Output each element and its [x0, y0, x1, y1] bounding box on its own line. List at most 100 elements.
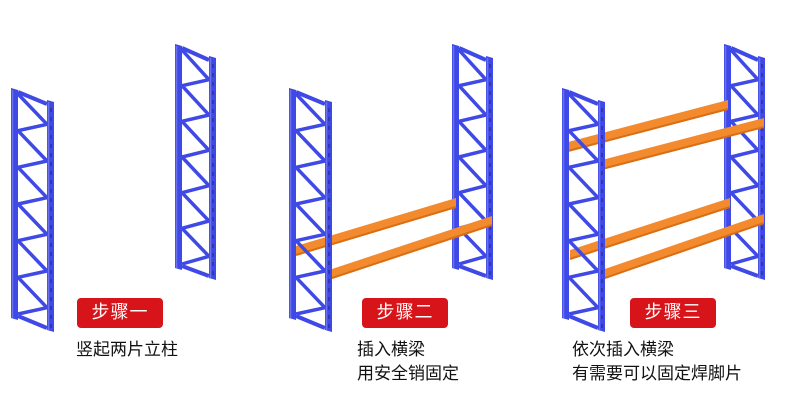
step-1-frame-right-hole — [212, 226, 214, 230]
step-3-frame-back-hole — [761, 226, 763, 230]
step-1-caption-line-1: 竖起两片立柱 — [76, 340, 178, 360]
step-3-frame-back-brace — [730, 77, 759, 88]
step-2-frame-back-hole — [489, 100, 491, 104]
step-1-frame-left-hole — [50, 243, 52, 247]
step-2-beam-rear-edge — [328, 224, 493, 280]
step-3-frame-front-hole — [601, 270, 603, 274]
step-2-frame-back-bottom-tie — [458, 264, 487, 278]
step-2-frame-front-brace — [295, 232, 326, 243]
step-1-frame-right-hole — [212, 271, 214, 275]
step-2-frame-front-hole — [328, 279, 330, 283]
step-1-frame-left-hole — [50, 189, 52, 193]
step-2-frame-front-hole — [328, 153, 330, 157]
step-3-frame-front-hole — [601, 108, 603, 112]
step-2-caption-line-1: 插入横梁 — [357, 340, 425, 360]
step-1-frame-left-hole — [50, 324, 52, 328]
step-2-frame-front-hole — [328, 243, 330, 247]
step-1-frame-right-brace — [181, 219, 210, 231]
step-3-beam-upper-front-face — [568, 100, 728, 151]
step-1-frame-left-hole — [50, 198, 52, 202]
step-2-frame-back-hole — [489, 73, 491, 77]
step-3-caption-line-1: 依次插入横梁 — [572, 340, 674, 360]
step-3-frame-back-hole — [761, 163, 763, 167]
step-2-frame-front-brace — [295, 159, 326, 170]
step-3-frame-front-hole — [601, 306, 603, 310]
step-1-frame-right-hole — [212, 163, 214, 167]
step-2-frame-back-brace — [458, 254, 487, 266]
step-2-beam-front-face — [296, 198, 456, 255]
step-1-frame-left-hole — [50, 162, 52, 166]
step-2-badge: 步骤二 — [362, 298, 448, 328]
step-1-badge: 步骤一 — [77, 298, 163, 328]
step-2-frame-front-brace — [294, 92, 327, 126]
step-3-frame-back-hole — [761, 109, 763, 113]
step-3-frame-front-hole — [601, 207, 603, 211]
step-1-frame-left-brace — [16, 239, 49, 273]
step-3-frame-front-brace — [568, 122, 599, 133]
step-1-frame-left-hole — [50, 216, 52, 220]
step-2-frame-front-brace — [294, 129, 327, 163]
step-2-frame-front-top-tie — [295, 90, 326, 106]
step-2-frame-front-brace — [294, 202, 327, 236]
step-2-frame-front-hole — [328, 207, 330, 211]
step-1-frame-right-brace — [180, 120, 211, 152]
step-3-frame-front-hole — [601, 171, 603, 175]
step-3-beam-upper-rear — [601, 118, 765, 170]
step-1-frame-right-brace — [180, 227, 211, 258]
step-1-frame-left-hole — [50, 207, 52, 211]
step-2-frame-front-hole — [328, 198, 330, 202]
step-2-frame-front-hole — [328, 144, 330, 148]
step-3-frame-back-brace — [730, 148, 759, 159]
step-3-frame-front-hole — [601, 234, 603, 238]
step-2-frame-back-brace — [457, 191, 488, 223]
step-3-frame-back-brace — [730, 254, 759, 266]
step-2-frame-back-brace — [457, 48, 488, 81]
step-1-frame-left-hole — [50, 252, 52, 256]
step-3-frame-front-hole — [601, 126, 603, 130]
step-2-frame-back-hole — [489, 154, 491, 158]
step-3-frame-back-hole — [761, 181, 763, 185]
step-3-frame-back-brace — [729, 84, 760, 117]
step-1-frame-left-hole — [50, 234, 52, 238]
step-2-frame-back-hole — [489, 208, 491, 212]
step-1-frame-left-hole — [50, 225, 52, 229]
step-2-frame-front-hole — [328, 315, 330, 319]
step-2-frame-back-hole — [489, 64, 491, 68]
step-1-frame-left-brace — [17, 159, 48, 170]
step-3-frame-back-hole — [761, 190, 763, 194]
step-3-frame-back-hole — [761, 235, 763, 239]
step-2-frame-back-top-tie — [458, 46, 487, 62]
step-3-frame-back-hole — [761, 199, 763, 203]
step-3-frame-back-hole — [761, 154, 763, 158]
step-3-frame-back-hole — [761, 73, 763, 77]
step-1-frame-left-hole — [50, 288, 52, 292]
step-2-frame-front-hole — [328, 261, 330, 265]
step-1-frame-left-hole — [50, 126, 52, 130]
step-3-frame-back-hole — [761, 172, 763, 176]
step-1-frame-right-hole — [212, 136, 214, 140]
step-2-frame-front-hole — [328, 324, 330, 328]
step-2-frame-front-hole — [328, 270, 330, 274]
step-3-beam-lower-rear-edge — [601, 222, 765, 280]
step-2-frame-front-hole — [328, 171, 330, 175]
step-1-frame-left-brace — [17, 269, 48, 280]
step-3-frame-back-brace — [730, 183, 759, 195]
step-1-frame-right-hole — [212, 100, 214, 104]
step-3-frame-front-bottom-tie — [568, 314, 599, 330]
step-3-frame-back-hole — [761, 82, 763, 86]
step-2-frame-back-hole — [489, 271, 491, 275]
step-1-frame-right-hole — [212, 127, 214, 131]
step-2-frame-front-hole — [328, 126, 330, 130]
step-3-frame-front-hole — [601, 144, 603, 148]
step-3-frame-front-brace — [567, 129, 600, 163]
step-2-frame-front-hole — [328, 108, 330, 112]
step-3-frame-front-hole — [601, 135, 603, 139]
step-1-frame-right-hole — [212, 82, 214, 86]
step-3-frame-front-hole — [601, 279, 603, 283]
step-1-frame-right-hole — [212, 181, 214, 185]
step-1-frame-left-brace — [16, 276, 49, 309]
step-3-caption-line-2: 有需要可以固定焊脚片 — [572, 364, 742, 384]
step-1-frame-left-hole — [50, 270, 52, 274]
step-1-frame-left-hole — [50, 261, 52, 265]
step-3-frame-back-top-tie — [730, 46, 759, 62]
